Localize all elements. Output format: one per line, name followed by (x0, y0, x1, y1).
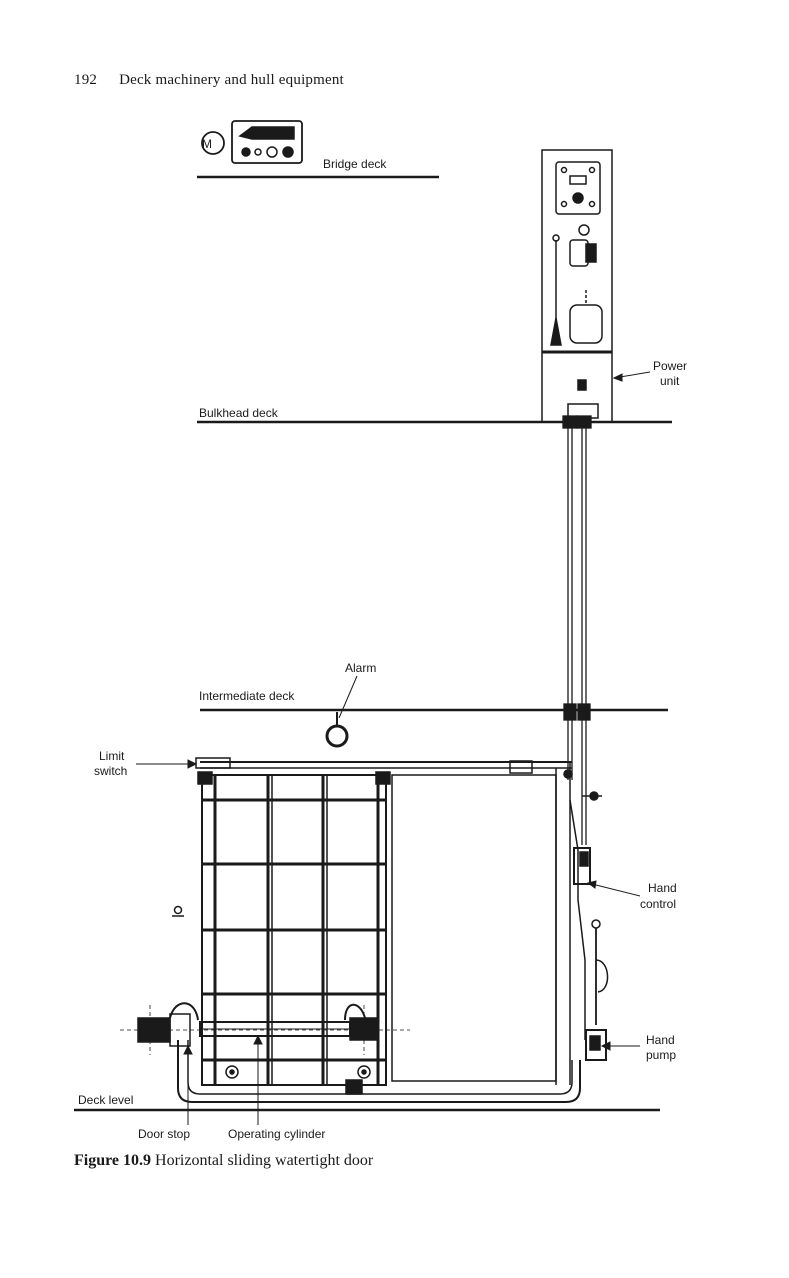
caption-text: Horizontal sliding watertight door (155, 1152, 373, 1169)
label-limit-switch-line2: switch (94, 764, 127, 778)
hand-pump (586, 920, 608, 1060)
door-opening (392, 775, 556, 1081)
label-power-unit-line2: unit (660, 374, 680, 388)
operating-cylinder (120, 1003, 410, 1055)
bridge-panel-letter: M (202, 137, 212, 151)
label-operating-cylinder: Operating cylinder (228, 1127, 325, 1141)
figure-number: Figure 10.9 (74, 1152, 151, 1169)
label-intermediate-deck: Intermediate deck (199, 689, 295, 703)
label-alarm: Alarm (345, 661, 376, 675)
label-hand-pump-line1: Hand (646, 1033, 675, 1047)
hydraulic-pipes (563, 416, 591, 845)
label-deck-level: Deck level (78, 1093, 133, 1107)
detail-symbol (172, 907, 184, 917)
label-power-unit-line1: Power (653, 359, 687, 373)
power-unit (542, 150, 612, 422)
door-stop (346, 1080, 362, 1094)
label-bulkhead-deck: Bulkhead deck (199, 406, 279, 420)
figure-caption: Figure 10.9 Horizontal sliding watertigh… (74, 1152, 373, 1170)
label-door-stop: Door stop (138, 1127, 190, 1141)
alarm-bell (327, 712, 347, 746)
label-bridge-deck: Bridge deck (323, 157, 387, 171)
label-hand-control-line1: Hand (648, 881, 677, 895)
label-limit-switch-line1: Limit (99, 749, 125, 763)
bridge-control-panel (202, 121, 302, 163)
label-hand-control-line2: control (640, 897, 676, 911)
label-hand-pump-line2: pump (646, 1048, 676, 1062)
alarm-leader (339, 676, 357, 718)
